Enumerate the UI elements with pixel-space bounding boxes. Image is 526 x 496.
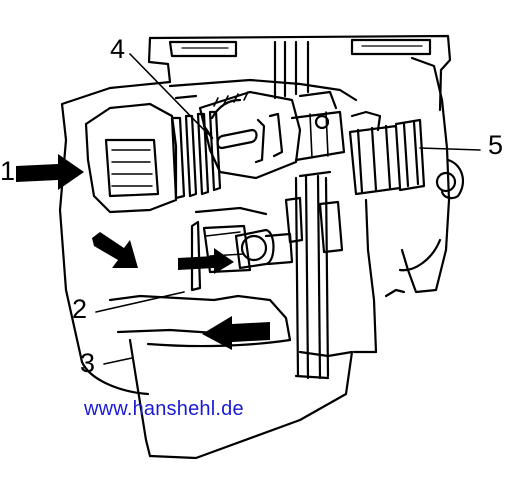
callout-5: 5 — [488, 130, 504, 160]
callout-2: 2 — [72, 294, 88, 324]
arrow-left — [202, 316, 270, 350]
threaded-fitting — [348, 110, 426, 196]
callout-1: 1 — [0, 156, 16, 186]
watermark-link-text: www.hanshehl.de — [84, 398, 244, 420]
arrow-valve-right — [178, 248, 234, 274]
leader-lines — [95, 53, 481, 365]
arrow-input — [16, 154, 84, 190]
force-arrows — [16, 154, 270, 350]
arrow-down-right — [92, 232, 138, 268]
vertical-rods — [284, 170, 344, 380]
leader-5 — [419, 147, 481, 151]
leader-2 — [95, 291, 185, 313]
callout-3: 3 — [80, 348, 96, 378]
lower-valve — [190, 206, 294, 292]
housing-outline — [58, 34, 465, 460]
leader-3 — [103, 357, 133, 365]
spring-carriage — [84, 78, 358, 214]
callout-4: 4 — [110, 34, 126, 64]
leader-4 — [129, 53, 209, 135]
